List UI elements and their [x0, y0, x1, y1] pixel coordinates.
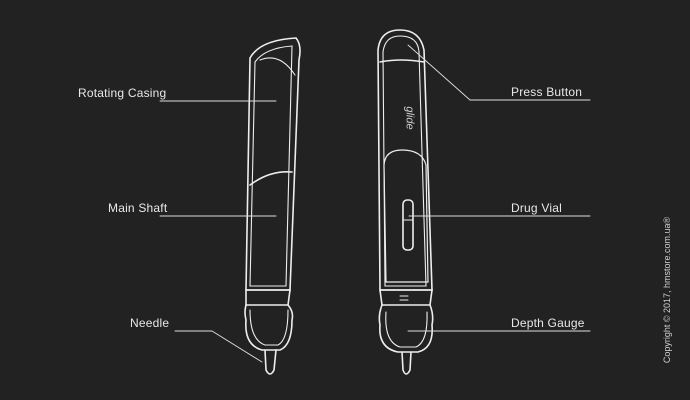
- needle-outline: [264, 349, 277, 375]
- label-main-shaft: Main Shaft: [108, 201, 168, 215]
- left-pen: [244, 37, 301, 375]
- label-drug-vial: Drug Vial: [511, 201, 562, 215]
- collar: [245, 289, 291, 306]
- vial-housing: [383, 149, 429, 283]
- press-button-outline: [377, 29, 433, 291]
- pen-logo: glide: [403, 106, 416, 130]
- right-pen: [377, 29, 434, 375]
- rotating-casing-outline: [245, 37, 301, 291]
- depth-collar: [379, 289, 433, 306]
- depth-gauge-cap: [378, 304, 434, 353]
- label-needle: Needle: [130, 316, 170, 330]
- label-press-button: Press Button: [511, 85, 583, 99]
- copyright-notice: Copyright © 2017, hmstore.com.ua®: [662, 216, 672, 364]
- needle-tip-outline: [401, 351, 412, 375]
- leader-lines: [159, 44, 591, 363]
- label-rotating-casing: Rotating Casing: [78, 86, 167, 100]
- casing-seam: [249, 170, 293, 186]
- label-depth-gauge: Depth Gauge: [511, 316, 585, 330]
- tip-cap: [244, 304, 294, 351]
- drug-vial-window: [402, 199, 414, 251]
